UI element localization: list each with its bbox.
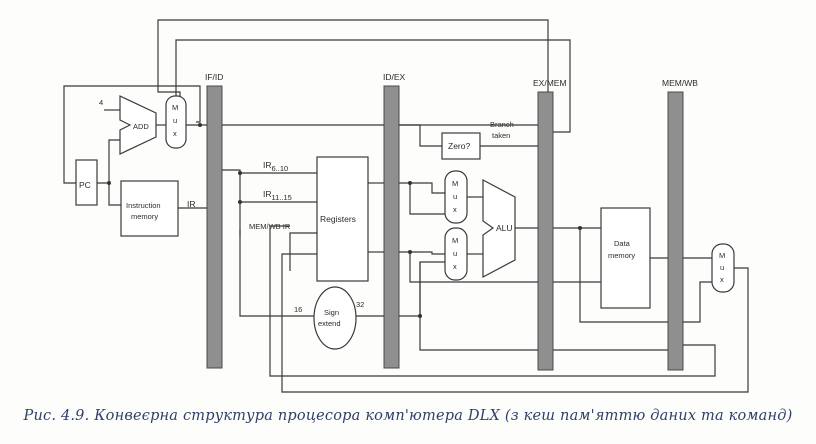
writeback-mux-u: u (720, 263, 724, 272)
alu-mux-top-u: u (453, 192, 457, 201)
sign-extend-label-1: Sign (324, 308, 339, 317)
alu-mux-top-x: x (453, 205, 457, 214)
registers-label: Registers (320, 214, 356, 224)
alu-label: ALU (496, 223, 513, 233)
const-4-label: 4 (99, 98, 103, 107)
ir-11-15-label: IR11..15 (263, 189, 292, 202)
alu-mux-bottom-u: u (453, 249, 457, 258)
registers-box (316, 156, 369, 282)
dlx-pipeline-diagram: IF/ID ID/EX EX/MEM MEM/WB PC ADD 4 M u x… (63, 19, 749, 393)
ir-label: IR (187, 199, 196, 209)
branch-taken-label-2: taken (492, 131, 510, 140)
add-unit (119, 95, 157, 155)
writeback-mux-x: x (720, 275, 724, 284)
alu-mux-bottom-m: M (452, 236, 458, 245)
zero-test-box (441, 132, 481, 160)
width-16-label: 16 (294, 305, 302, 314)
ex-mem-latch (537, 91, 554, 371)
if-id-latch (206, 85, 223, 369)
zero-test-label: Zero? (448, 141, 470, 151)
instruction-memory-box (120, 180, 179, 237)
data-memory-label-1: Data (614, 239, 631, 248)
sign-extend-unit (313, 286, 357, 350)
width-32-label: 32 (356, 300, 364, 309)
sign-extend-label-2: extend (318, 319, 341, 328)
pc-mux-x: x (173, 129, 177, 138)
instruction-memory-label-1: Instruction (126, 201, 161, 210)
mem-wb-latch (667, 91, 684, 371)
writeback-mux-m: M (719, 251, 725, 260)
wire-junctions (107, 123, 582, 318)
pc-mux-m: M (172, 103, 178, 112)
alu-mux-top-m: M (452, 179, 458, 188)
figure-caption: Рис. 4.9. Конвеєрна структура процесора … (23, 408, 793, 424)
mem-wb-label: MEM/WB (662, 78, 698, 88)
pc-mux-u: u (173, 116, 177, 125)
alu-mux-bottom-x: x (453, 262, 457, 271)
pc-label: PC (79, 180, 91, 190)
id-ex-latch (383, 85, 400, 369)
id-ex-label: ID/EX (383, 72, 406, 82)
if-id-label: IF/ID (205, 72, 223, 82)
data-memory-label-2: memory (608, 251, 635, 260)
instruction-memory-label-2: memory (131, 212, 158, 221)
data-memory-box (600, 207, 651, 309)
ex-mem-label: EX/MEM (533, 78, 567, 88)
datapath-wires (63, 19, 749, 393)
add-label: ADD (133, 122, 149, 131)
alu-unit (482, 179, 516, 278)
ir-6-10-label: IR6..10 (263, 160, 288, 173)
